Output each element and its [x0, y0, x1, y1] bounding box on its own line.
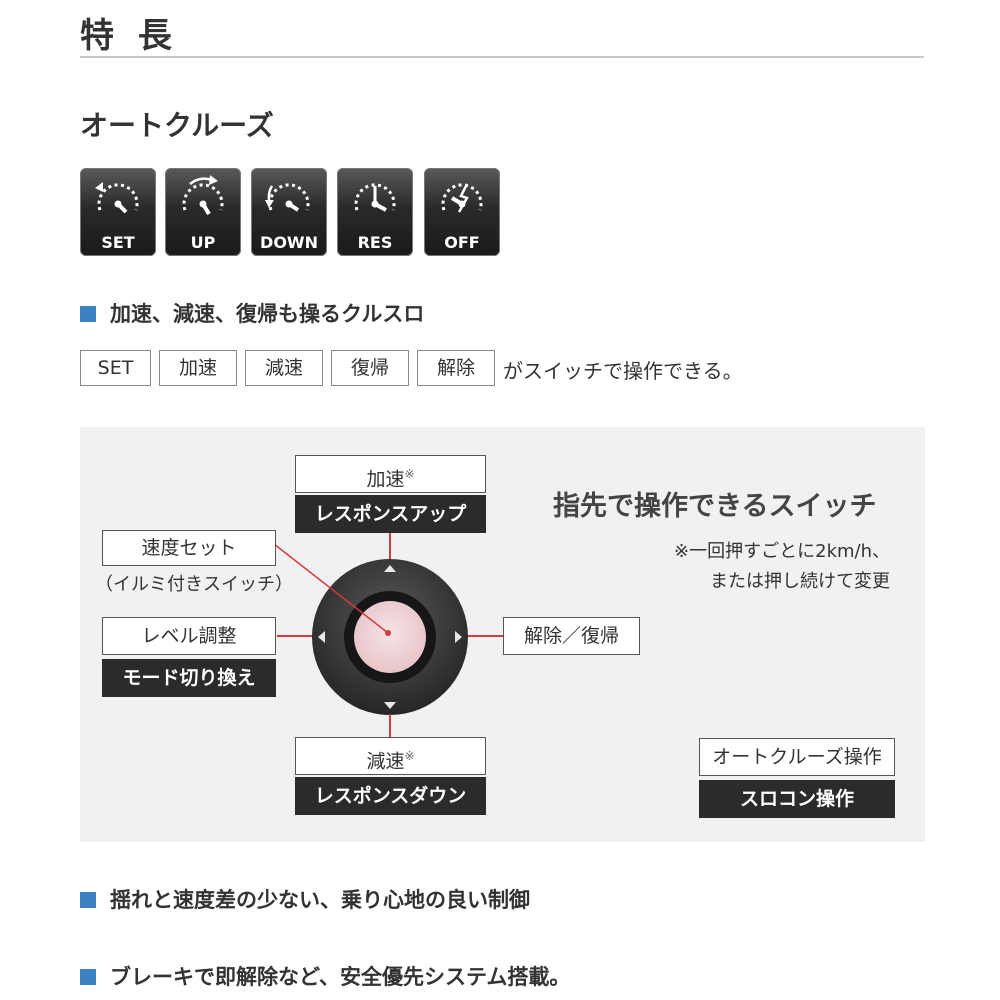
page-title: 特 長 [80, 16, 178, 56]
set-mode-label: SET [101, 233, 135, 252]
mode-switch-label: モード切り換え [102, 659, 276, 697]
bullet-square-icon [80, 892, 96, 908]
key-decelerate: 減速 [245, 350, 323, 386]
diagram-heading: 指先で操作できるスイッチ [553, 491, 877, 522]
up-mode-icon: UP [165, 168, 241, 256]
down-arrow-icon [384, 702, 396, 709]
feature-item: 加速、減速、復帰も操るクルスロ [80, 298, 424, 328]
res-mode-icon: RES [337, 168, 413, 256]
keys-description: がスイッチで操作できる。 [503, 359, 743, 383]
note-line-1: ※一回押すごとに2km/h、 [674, 541, 890, 562]
speedometer-set-icon [95, 182, 139, 214]
accelerate-note-mark: ※ [404, 467, 415, 481]
callout-line-down [389, 714, 391, 738]
speed-set-label: 速度セット [102, 530, 276, 566]
level-adjust-label: レベル調整 [102, 617, 276, 655]
legend-throttle-control: スロコン操作 [699, 780, 895, 818]
up-arrow-icon [384, 565, 396, 572]
response-down-label: レスポンスダウン [295, 777, 486, 815]
callout-line-left [277, 635, 312, 637]
illumination-note: （イルミ付きスイッチ） [95, 574, 293, 595]
res-mode-label: RES [357, 233, 393, 252]
down-mode-label: DOWN [260, 233, 318, 252]
cancel-resume-label: 解除／復帰 [503, 617, 640, 655]
speedometer-up-icon [182, 175, 224, 216]
up-mode-label: UP [190, 233, 216, 252]
callout-line-right [468, 635, 504, 637]
cruise-switch-image [312, 559, 468, 715]
section-title: オートクルーズ [80, 109, 274, 142]
accelerate-label: 加速※ [295, 455, 486, 493]
decelerate-label: 減速※ [295, 737, 486, 775]
feature-item: ブレーキで即解除など、安全優先システム搭載。 [80, 961, 570, 991]
left-arrow-icon [318, 631, 325, 643]
decelerate-text: 減速 [366, 750, 405, 773]
key-cancel: 解除 [417, 350, 495, 386]
callout-line-up [389, 533, 391, 559]
note-line-2: または押し続けて変更 [710, 571, 890, 592]
key-resume: 復帰 [331, 350, 409, 386]
down-mode-icon: DOWN [251, 168, 327, 256]
title-divider [80, 56, 924, 58]
feature-text: 揺れと速度差の少ない、乗り心地の良い制御 [110, 888, 530, 912]
off-mode-label: OFF [444, 233, 480, 252]
legend-auto-cruise: オートクルーズ操作 [699, 738, 895, 776]
key-set: SET [80, 350, 151, 386]
speedometer-down-icon [265, 183, 310, 212]
bullet-square-icon [80, 306, 96, 322]
feature-item: 揺れと速度差の少ない、乗り心地の良い制御 [80, 884, 530, 914]
set-mode-icon: SET [80, 168, 156, 256]
decelerate-note-mark: ※ [404, 749, 415, 763]
speedometer-off-icon [441, 183, 483, 213]
off-mode-icon: OFF [424, 168, 500, 256]
accelerate-text: 加速 [366, 468, 405, 491]
right-arrow-icon [455, 631, 462, 643]
key-accelerate: 加速 [159, 350, 237, 386]
response-up-label: レスポンスアップ [295, 495, 486, 533]
bullet-square-icon [80, 969, 96, 985]
feature-text: 加速、減速、復帰も操るクルスロ [110, 302, 425, 326]
speedometer-resume-icon [354, 183, 396, 212]
callout-line-center [273, 543, 391, 636]
feature-text: ブレーキで即解除など、安全優先システム搭載。 [110, 965, 571, 989]
